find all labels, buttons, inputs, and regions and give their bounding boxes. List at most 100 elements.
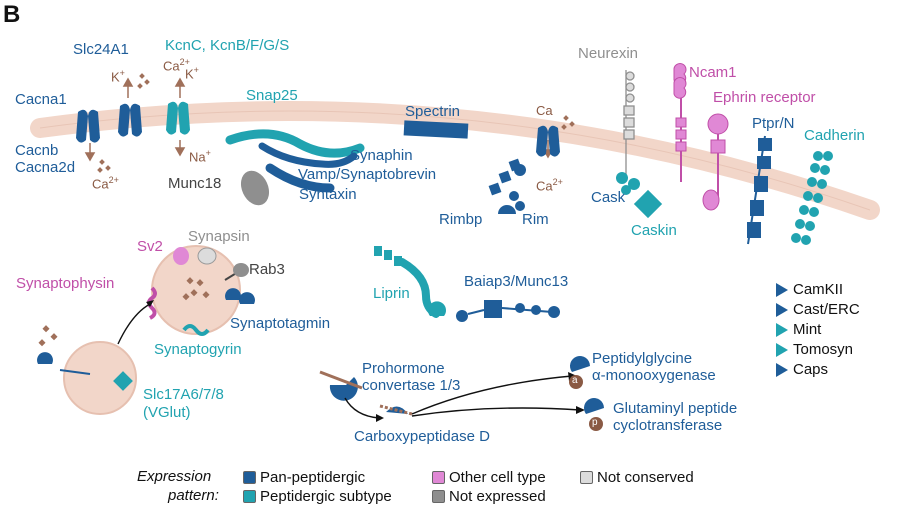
- synaptic-vesicle-icon: [151, 245, 241, 335]
- slc24a1-channel-icon: [118, 103, 142, 137]
- label-synapsin: Synapsin: [188, 228, 250, 245]
- pam-enzyme-icon: [569, 355, 590, 372]
- label-rab3: Rab3: [249, 261, 285, 278]
- label-qpct-2: cyclotransferase: [613, 417, 723, 434]
- munc18-icon: [240, 170, 270, 206]
- label-baiap3: Baiap3/Munc13: [464, 273, 569, 290]
- label-synaptogyrin: Synaptogyrin: [154, 341, 242, 358]
- processing-arrow-2: [411, 375, 573, 415]
- label-ptpr: Ptpr/N: [752, 115, 795, 132]
- label-caskin: Caskin: [631, 222, 677, 239]
- rimbp-icon: [488, 158, 526, 196]
- badge-p: p: [592, 417, 598, 428]
- ion-ca-left: Ca2+: [92, 175, 119, 192]
- ion-na: Na+: [189, 148, 211, 165]
- legend-item: Peptidergic subtype: [243, 488, 392, 505]
- pam-a-badge: [569, 375, 583, 389]
- legend-label: Other cell type: [449, 469, 546, 486]
- ion-k-2: K+: [185, 65, 199, 82]
- panel-label: B: [3, 1, 21, 28]
- ion-particles-icon: [97, 73, 575, 173]
- side-list-item: Mint: [776, 321, 821, 338]
- label-cacna2d: Cacna2d: [15, 159, 76, 176]
- processing-arrow-3: [411, 407, 581, 417]
- syntaxin-icon: [265, 163, 335, 193]
- label-spectrin: Spectrin: [405, 103, 461, 120]
- label-sv2: Sv2: [137, 238, 163, 255]
- label-neurexin: Neurexin: [578, 45, 639, 62]
- side-list-item: Cast/ERC: [776, 301, 860, 318]
- neurexin-icon: [623, 70, 635, 180]
- label-synaptotagmin: Synaptotagmin: [230, 315, 331, 332]
- label-slc24a1: Slc24A1: [73, 41, 129, 58]
- label-synaptophysin: Synaptophysin: [16, 275, 115, 292]
- label-snap25: Snap25: [246, 87, 298, 104]
- sv2-icon: [173, 247, 189, 265]
- side-list-item: CamKII: [776, 281, 843, 298]
- label-syntaxin: Syntaxin: [299, 186, 357, 203]
- spectrin-icon: [403, 120, 469, 139]
- triangle-icon: [776, 362, 788, 377]
- liprin-icon: [374, 246, 446, 318]
- triangle-icon: [776, 342, 788, 357]
- triangle-icon: [776, 282, 788, 297]
- label-kcn: KcnC, KcnB/F/G/S: [165, 37, 290, 54]
- rim-ca-channel-icon: [536, 125, 560, 157]
- qpct-enzyme-icon: [583, 398, 604, 414]
- label-prohormone-2: convertase 1/3: [362, 377, 461, 394]
- label-cadherin: Cadherin: [804, 127, 865, 144]
- legend-label: Pan-peptidergic: [260, 469, 366, 486]
- vglut-transporter-icon: [113, 371, 133, 391]
- label-cacnb: Cacnb: [15, 142, 59, 159]
- caskin-icon: [633, 189, 663, 219]
- label-pam-2: α-monooxygenase: [592, 367, 716, 384]
- side-list-label: Cast/ERC: [793, 301, 860, 318]
- legend-title-1: Expression: [137, 468, 212, 485]
- legend-title-2: pattern:: [168, 487, 219, 504]
- ion-k-1: K+: [111, 68, 125, 85]
- side-list-label: Caps: [793, 361, 829, 378]
- legend-label: Peptidergic subtype: [260, 488, 392, 505]
- legend-item: Other cell type: [432, 469, 546, 486]
- triangle-icon: [776, 302, 788, 317]
- snap25-icon: [225, 129, 365, 158]
- cask-icon: [616, 172, 640, 195]
- side-list-label: Tomosyn: [793, 341, 854, 358]
- vamp-icon: [258, 142, 358, 168]
- rab3-icon: [224, 263, 249, 281]
- label-vglut: (VGlut): [143, 404, 191, 421]
- label-prohormone-1: Prohormone: [362, 360, 445, 377]
- label-ncam1: Ncam1: [689, 64, 737, 81]
- baiap3-munc13-icon: [456, 300, 560, 322]
- ion-ca-rim: Ca2+: [536, 177, 563, 194]
- legend-item: Not expressed: [432, 488, 546, 505]
- label-rimbp: Rimbp: [439, 211, 483, 228]
- label-carboxypeptidase: Carboxypeptidase D: [354, 428, 490, 445]
- label-liprin: Liprin: [373, 285, 410, 302]
- legend-swatch: [432, 490, 445, 503]
- legend-item: Not conserved: [580, 469, 694, 486]
- legend-swatch: [243, 490, 256, 503]
- label-munc18: Munc18: [168, 175, 222, 192]
- legend-swatch: [580, 471, 593, 484]
- vglut-vesicle-icon: [63, 341, 137, 415]
- label-cacna1: Cacna1: [15, 91, 67, 108]
- vesicle-cargo-icon: [182, 277, 210, 301]
- rim-icon: [498, 191, 525, 214]
- label-synaphin: Synaphin: [350, 147, 413, 164]
- legend-swatch: [432, 471, 445, 484]
- label-qpct-1: Glutaminyl peptide: [613, 400, 738, 417]
- label-vamp: Vamp/Synaptobrevin: [298, 166, 437, 183]
- legend-label: Not expressed: [449, 488, 546, 505]
- cargo-entry-icon: [36, 352, 91, 375]
- cadherin-icon: [791, 151, 833, 245]
- side-list-item: Caps: [776, 361, 828, 378]
- label-cask: Cask: [591, 189, 626, 206]
- side-list-item: Tomosyn: [776, 341, 853, 358]
- label-slc17a: Slc17A6/7/8: [143, 386, 224, 403]
- synapsin-icon: [197, 247, 217, 265]
- legend-item: Pan-peptidergic: [243, 469, 365, 486]
- label-ephrin: Ephrin receptor: [713, 89, 816, 106]
- synaptogyrin-icon: [182, 324, 210, 336]
